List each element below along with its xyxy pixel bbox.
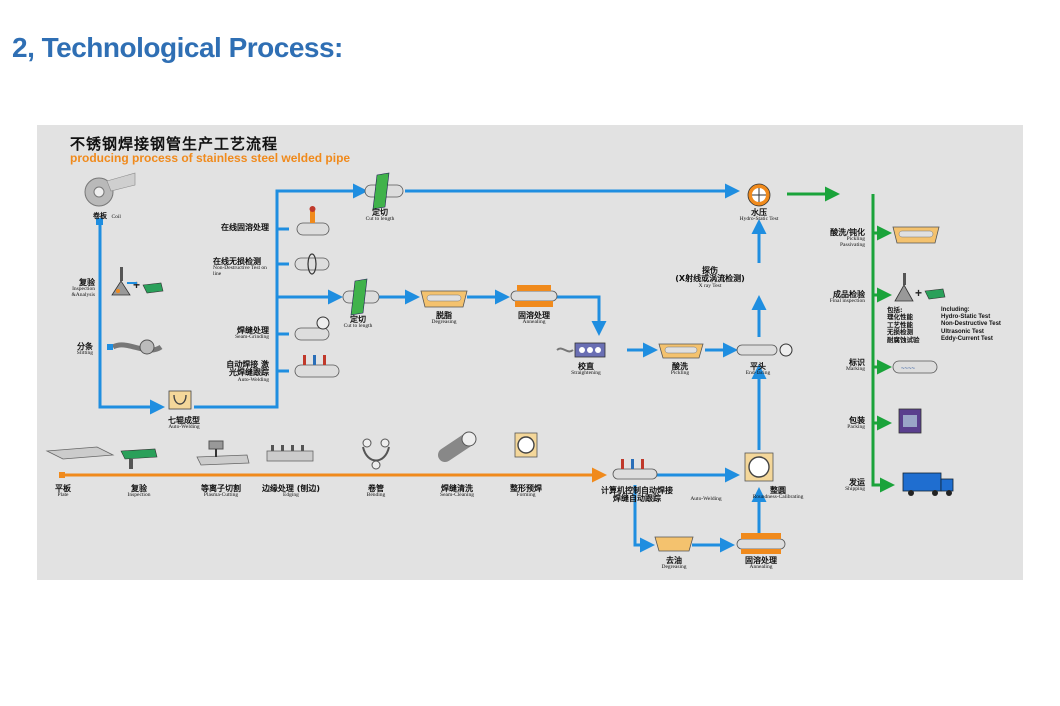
forming-bottom-icon — [514, 432, 538, 458]
including-en-list: Including: Hydro-Static Test Non-Destruc… — [941, 307, 1001, 342]
label-pickling: 酸洗 Pickling — [670, 362, 690, 377]
final-inspection-icon: + — [894, 273, 946, 302]
including-cn-list: 包括: 理化性能 工艺性能 无损检测 耐腐蚀试验 — [887, 306, 920, 344]
svg-text:~~~~: ~~~~ — [901, 366, 916, 372]
cut-to-length-2-icon — [342, 278, 380, 316]
roundness-calibrating-icon — [744, 452, 774, 482]
label-hydro-static: 水压 Hydro-Static Test — [739, 208, 779, 223]
diagram-title-en: producing process of stainless steel wel… — [70, 151, 351, 165]
seam-cleaning-icon — [438, 431, 477, 462]
label-auto-welding-forming: 七辊成型 Auto-Welding — [168, 416, 200, 431]
annealing-2-icon — [736, 533, 786, 554]
inspection-analysis-icon: + — [111, 267, 164, 296]
pickling-passivating-icon — [892, 226, 940, 244]
slitting-icon — [107, 339, 163, 355]
label-marking: 标识 Marking — [846, 358, 865, 373]
degreasing-2-icon — [654, 536, 694, 552]
plasma-cutting-icon — [196, 440, 250, 466]
end-facing-icon — [736, 343, 793, 357]
coil-icon — [84, 172, 136, 225]
marking-icon: ~~~~ — [892, 360, 938, 374]
degreasing-icon — [420, 290, 468, 308]
label-cut-to-length-2: 定切 Cut to length — [343, 315, 373, 330]
flow-coil-down — [98, 223, 165, 415]
label-bending: 卷管 Bending — [366, 484, 386, 499]
flow-green-main — [871, 194, 895, 493]
online-annealing-icon — [296, 206, 330, 236]
label-edging: 边缘处理 (刨边) Edging — [261, 484, 321, 499]
label-auto-welding-laser: 自动焊接 激光焊缝跟踪 Auto-Welding — [226, 360, 269, 383]
label-seam-grinding: 焊缝处理 Seam-Grinding — [235, 326, 269, 341]
label-annealing-1: 固溶处理 Annealing — [518, 311, 550, 326]
process-diagram: + — [37, 125, 1023, 580]
edging-icon — [266, 445, 314, 462]
label-packing: 包装 Packing — [847, 416, 865, 431]
label-end-facing: 平头 End-facing — [745, 362, 771, 377]
label-pickling-passivating: 酸洗/钝化 Pickling Passivating — [830, 228, 865, 249]
label-seam-cleaning: 焊缝清洗 Seam-Cleaning — [440, 484, 474, 499]
diagram-title-cn: 不锈钢焊接钢管生产工艺流程 — [70, 135, 279, 153]
label-ndt-online: 在线无损检测 Non-Destructive Test on line — [213, 257, 267, 278]
pickling-icon — [658, 343, 704, 359]
label-roundness-calibrating: 整圆 Roundness-Calibrating — [752, 486, 804, 501]
flow-forming-up — [194, 183, 368, 409]
label-online-annealing: 在线固溶处理 — [221, 223, 269, 232]
label-inspection: 复验 Inspection — [127, 484, 151, 499]
cut-to-length-icon — [364, 172, 404, 210]
label-annealing-2: 固溶处理 Annealing — [745, 556, 777, 571]
bending-icon — [362, 438, 390, 470]
svg-text:+: + — [915, 286, 922, 300]
label-degreasing-1: 脱脂 Degreasing — [431, 311, 457, 326]
label-slitting: 分条 Slitting — [76, 342, 93, 357]
svg-text:+: + — [133, 278, 140, 292]
forming-icon — [168, 390, 192, 410]
label-cut-to-length-1: 定切 Cut to length — [365, 208, 395, 223]
label-final-inspection: 成品检验 Final inspection — [829, 290, 865, 305]
ndt-online-icon — [294, 253, 330, 275]
label-xray-test: 探伤 (X射线或涡流检测) X ray Test — [675, 266, 745, 289]
hydro-test-icon — [747, 183, 771, 207]
annealing-icon — [510, 285, 558, 307]
label-straightening: 校直 Straightening — [571, 362, 601, 377]
straightening-icon — [556, 342, 606, 358]
label-computer-auto-welding-en: Auto-Welding — [690, 496, 722, 502]
label-forming: 整形预焊 Forming — [510, 484, 542, 499]
seam-grinding-icon — [294, 316, 330, 341]
label-inspection-analysis: 复验 Inspection &Analysis — [71, 278, 95, 299]
label-degreasing-2: 去油 Degreasing — [661, 556, 687, 571]
flow-arrows: + — [45, 172, 954, 554]
label-computer-auto-welding: 计算机控制自动焊接 焊缝自动跟踪 — [601, 486, 673, 504]
page-title: 2, Technological Process: — [12, 32, 343, 63]
computer-auto-welding-icon — [612, 459, 658, 480]
label-coil: 卷板 Coil — [93, 212, 121, 220]
label-plate: 平板 Plate — [55, 484, 71, 499]
shipping-truck-icon — [902, 472, 954, 496]
packing-icon — [898, 408, 922, 434]
inspection-icon — [120, 448, 158, 469]
plate-icon — [45, 446, 115, 478]
auto-welding-laser-icon — [294, 355, 340, 378]
label-plasma-cutting: 等离子切割 Plasma-Cutting — [201, 484, 241, 499]
label-shipping: 发运 Shipping — [845, 478, 865, 493]
